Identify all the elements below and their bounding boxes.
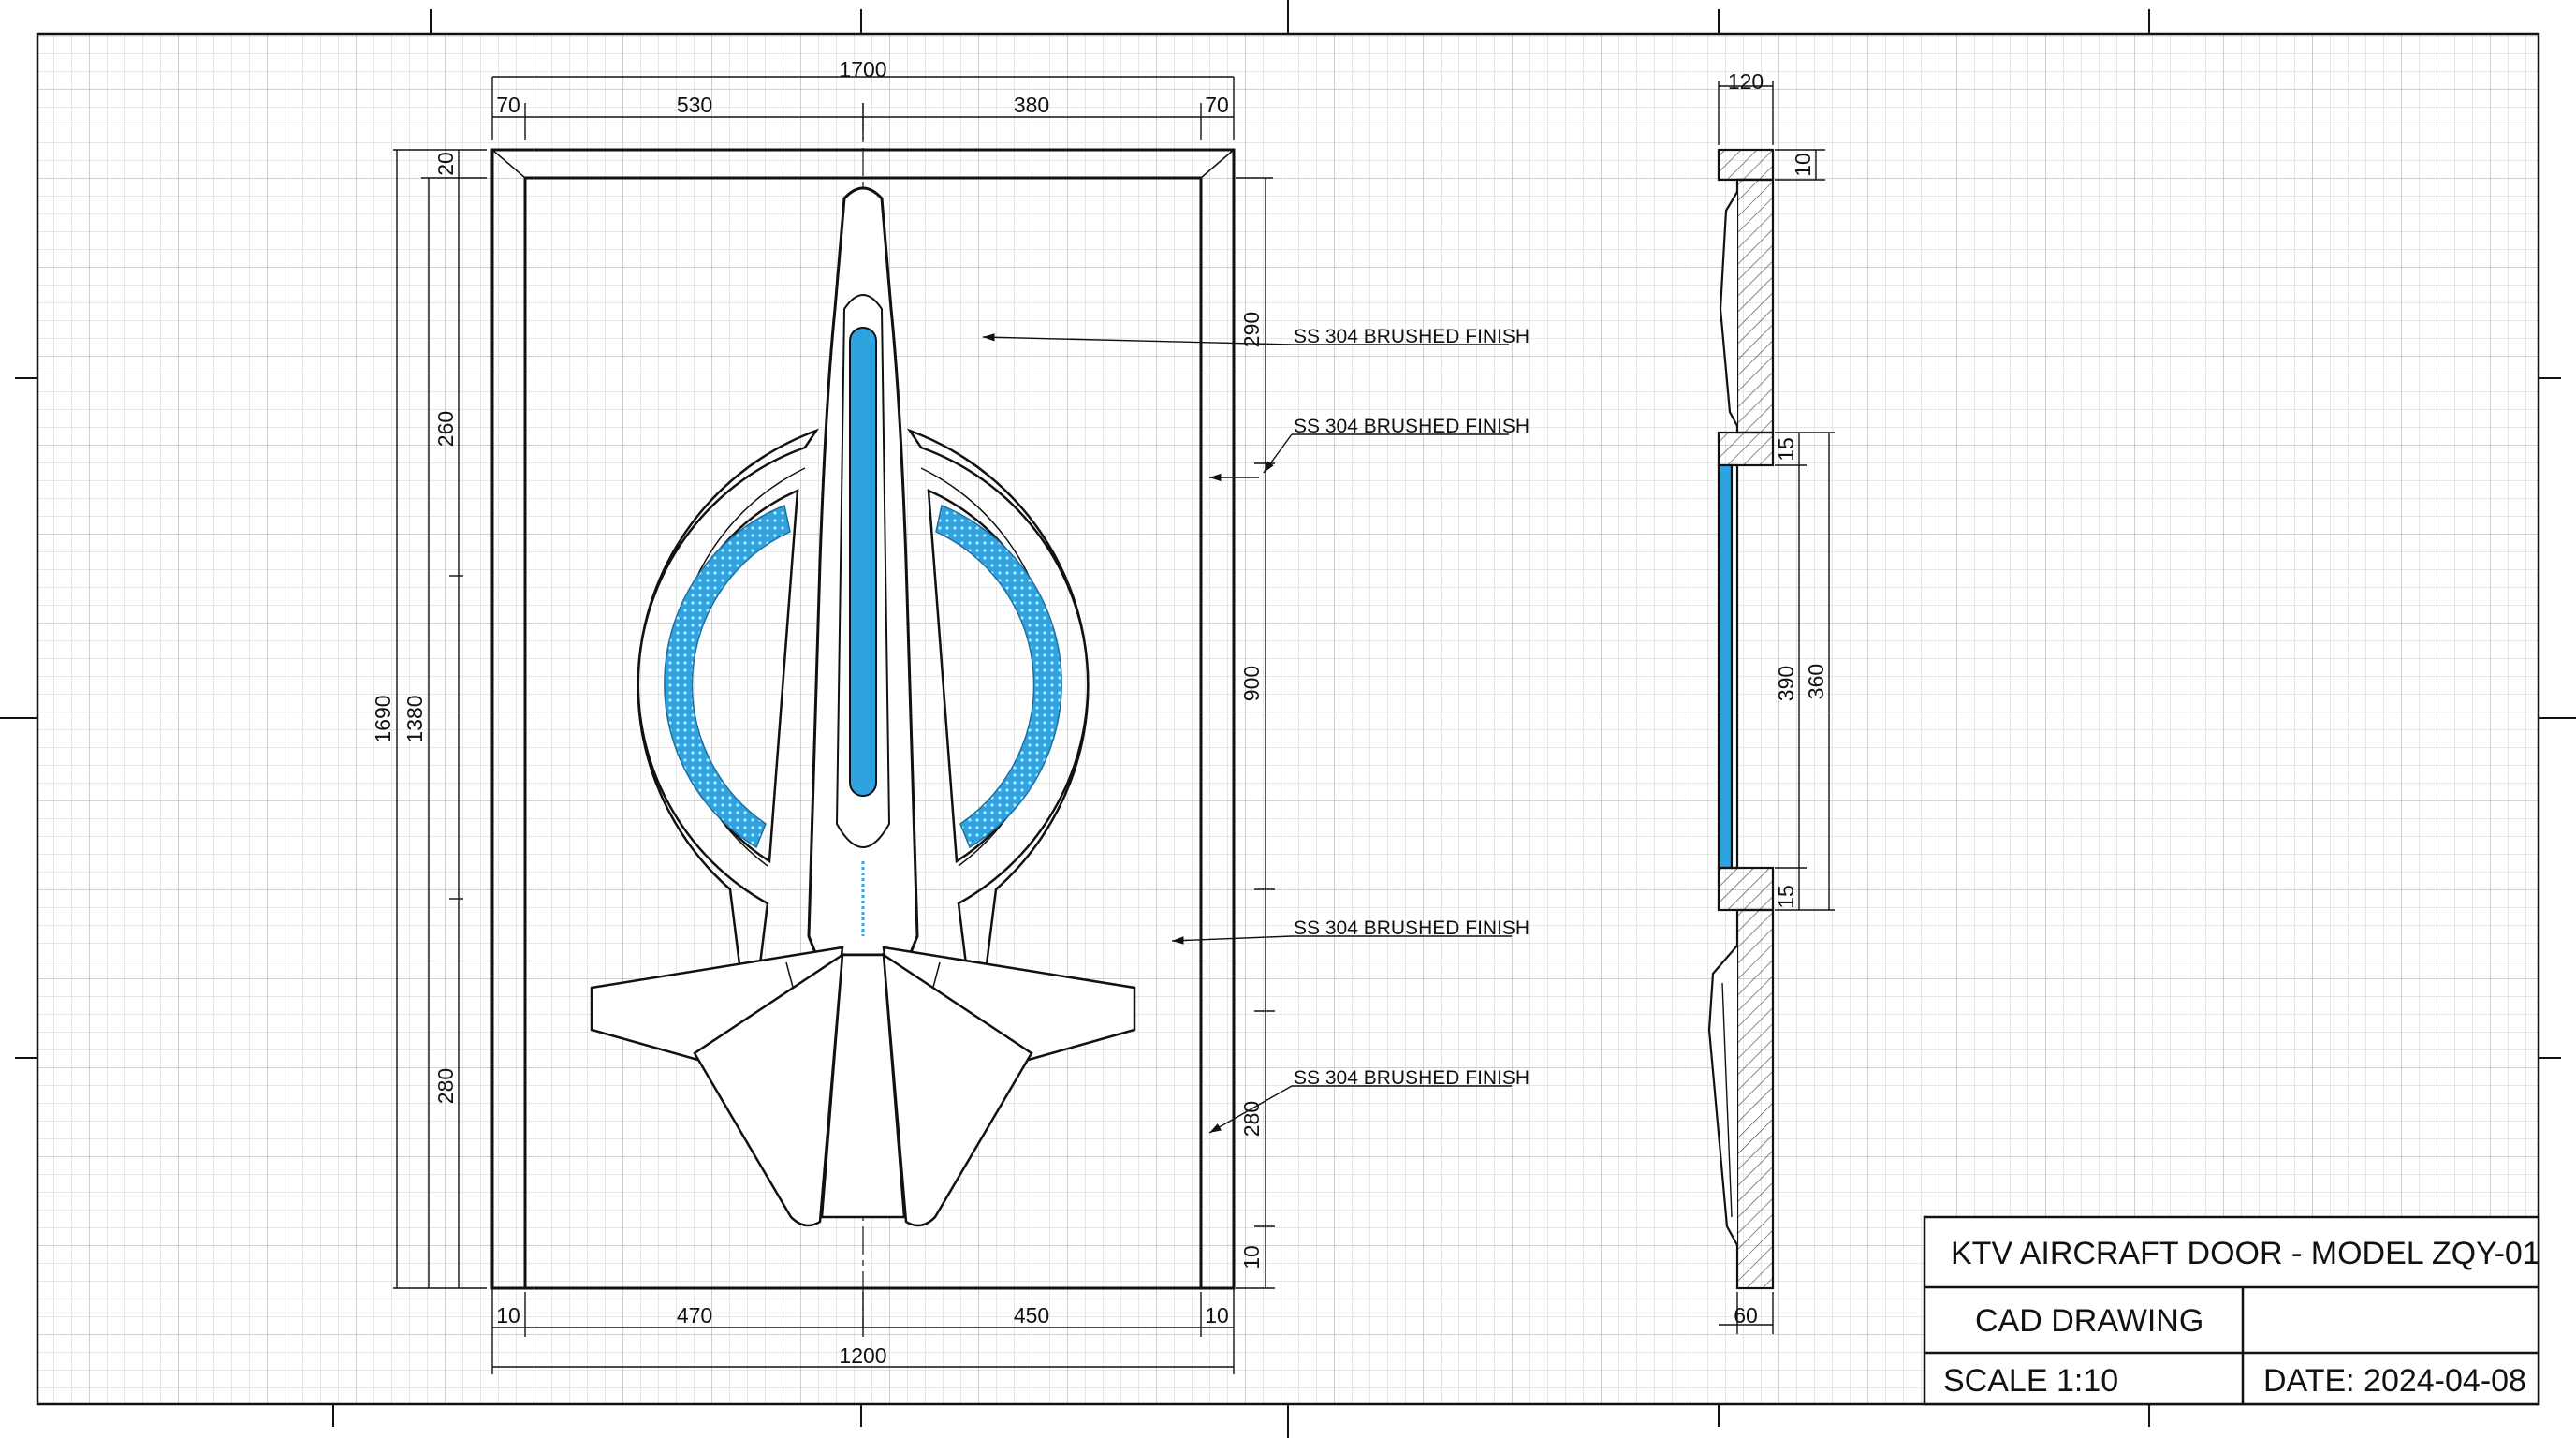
right-tail-fin — [882, 952, 1033, 1227]
dim-70-left: 70 — [496, 93, 520, 117]
front-view — [490, 103, 1236, 1329]
title-block-title: KTV AIRCRAFT DOOR - MODEL ZQY-01 — [1951, 1236, 2540, 1271]
dim-280-right: 280 — [1239, 1101, 1264, 1137]
dim-15-top: 15 — [1774, 437, 1798, 462]
dim-10-left: 10 — [496, 1303, 520, 1328]
dim-70-right: 70 — [1205, 93, 1229, 117]
dim-360: 360 — [1804, 664, 1828, 699]
dim-120: 120 — [1728, 69, 1764, 94]
dim-cap-10: 10 — [1791, 153, 1815, 177]
side-slab-upper — [1735, 178, 1775, 434]
side-window-glass — [1717, 463, 1734, 870]
front-dim-labels: 1700 70 530 380 70 10 470 450 10 1200 16… — [371, 57, 1264, 1368]
note-ss304-2: SS 304 BRUSHED FINISH — [1294, 416, 1530, 437]
side-dimensions — [1718, 81, 1835, 1334]
dim-15-bottom: 15 — [1774, 885, 1798, 909]
dim-450: 450 — [1014, 1303, 1049, 1328]
note-ss304-4: SS 304 BRUSHED FINISH — [1294, 1067, 1530, 1089]
dim-380: 380 — [1014, 93, 1049, 117]
dim-1380: 1380 — [402, 695, 427, 742]
center-glass-bar — [849, 327, 877, 797]
dim-10-right: 10 — [1205, 1303, 1229, 1328]
left-tail-fin — [693, 952, 844, 1227]
title-block-date: DATE: 2024-04-08 — [2263, 1363, 2526, 1399]
dim-280-left: 280 — [433, 1068, 458, 1104]
title-block-drawing-type: CAD DRAWING — [1975, 1303, 2203, 1339]
dim-470: 470 — [677, 1303, 712, 1328]
dim-390: 390 — [1774, 666, 1798, 701]
right-led-strip — [935, 504, 1062, 849]
left-led-strip — [664, 504, 791, 849]
dim-10-bottom: 10 — [1239, 1245, 1264, 1269]
material-notes: SS 304 BRUSHED FINISH SS 304 BRUSHED FIN… — [1294, 326, 1530, 1089]
title-block: KTV AIRCRAFT DOOR - MODEL ZQY-01 CAD DRA… — [1923, 1215, 2540, 1406]
dim-1700: 1700 — [839, 57, 886, 81]
dim-1690: 1690 — [371, 695, 395, 742]
side-profile-upper — [1719, 191, 1738, 427]
dim-530: 530 — [677, 93, 712, 117]
side-window-frame-top — [1717, 431, 1775, 467]
note-ss304-1: SS 304 BRUSHED FINISH — [1294, 326, 1530, 347]
title-block-scale: SCALE 1:10 — [1943, 1363, 2118, 1399]
side-slab-lower — [1735, 908, 1775, 1290]
dim-290: 290 — [1239, 312, 1264, 347]
material-leaders — [982, 333, 1512, 1134]
side-cap — [1717, 148, 1775, 182]
side-dim-labels: 120 60 10 15 390 360 15 — [1728, 69, 1828, 1328]
side-window-frame-bottom — [1717, 866, 1775, 912]
dim-260: 260 — [433, 411, 458, 447]
side-view — [1707, 148, 1775, 1290]
dim-900: 900 — [1239, 666, 1264, 701]
dim-1200: 1200 — [839, 1343, 886, 1368]
dim-60: 60 — [1734, 1303, 1758, 1328]
drawing-grid — [37, 34, 2539, 1404]
dim-20: 20 — [433, 152, 458, 176]
front-dimensions — [393, 76, 1275, 1374]
note-ss304-3: SS 304 BRUSHED FINISH — [1294, 917, 1530, 939]
